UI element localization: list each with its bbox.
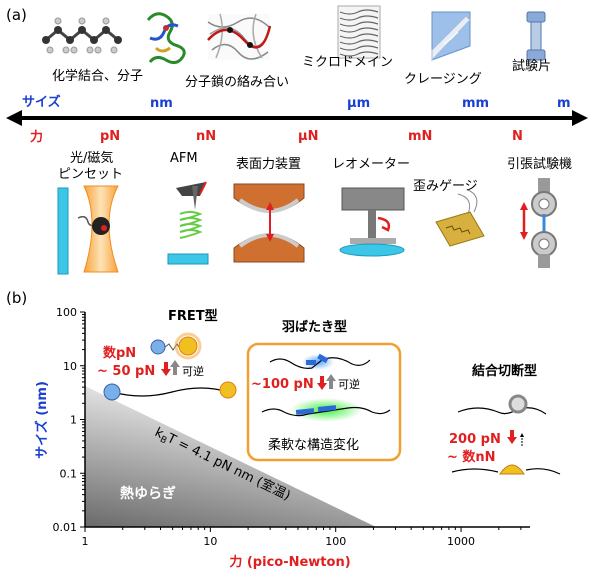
x-tick-label: 1000 [447,535,475,548]
thermal-label: 熱ゆらぎ [120,485,176,502]
y-ticks: 100 10 1 0.1 0.01 [53,306,85,534]
molecule-chain-icon [42,17,122,54]
flapping-force: ~100 pN [251,377,314,392]
force-axis-title: 力 [30,129,43,145]
force-unit-N: N [512,129,523,144]
cleavage-force1: 200 pN [449,432,501,447]
crazing-icon [431,11,471,62]
microdomain-icon [337,5,381,59]
x-tick-label: 100 [325,535,346,548]
entangled-chains-icon [207,13,272,60]
label-chemical-bond: 化学結合、分子 [52,68,143,84]
cleavage-broken-icon [451,464,561,475]
cleavage-title: 結合切断型 [472,363,537,379]
label-crazing: クレージング [404,72,482,87]
flapping-reversible: 可逆 [338,377,360,391]
x-axis-title: 力 (pico-Newton) [229,554,350,570]
flapping-folded-icon [269,353,371,370]
fret-open-icon [103,381,237,401]
y-tick-label: 1 [70,414,77,427]
panel-a-label: (a) [6,6,27,24]
fret-force2: ~ 50 pN [97,364,155,379]
flapping-extended-icon [261,398,391,422]
label-microdomain: ミクロドメイン [302,55,393,70]
fret-closed-icon [150,332,202,360]
test-specimen-top-icon [526,11,546,61]
label-afm: AFM [170,151,198,166]
afm-icon [167,181,209,265]
label-rheometer: レオメーター [332,157,410,172]
flapping-title: 羽ばたき型 [282,319,347,335]
fret-reversible: 可逆 [182,364,204,378]
force-unit-mN: mN [408,129,432,144]
label-chain-entanglement: 分子鎖の絡み合い [185,74,289,90]
size-unit-mm: mm [462,96,489,111]
size-axis-title: サイズ [22,94,61,110]
label-optical-tweezers-line2: ピンセット [58,167,123,182]
strain-gauge-icon [435,189,485,247]
y-tick-label: 0.1 [60,467,78,480]
scale-double-arrow [6,110,588,126]
label-optical-tweezers-line1: 光/磁気 [70,150,113,166]
sfa-icon [233,183,305,263]
x-ticks: 1 10 100 1000 [82,527,522,548]
label-strain-gauge: 歪みゲージ [413,179,478,194]
optical-tweezers-icon [57,185,119,275]
protein-icon [146,12,186,65]
flapping-caption: 柔軟な構造変化 [268,437,359,453]
y-axis-title: サイズ (nm) [34,381,50,459]
label-specimen: 試験片 [512,58,551,74]
flapping-box [246,342,402,462]
cleavage-arrows-icon [507,430,524,446]
panel-b-label: (b) [6,289,27,307]
fret-title: FRET型 [168,308,218,324]
flapping-arrows-icon [317,374,336,390]
size-unit-m: m [557,96,571,111]
label-sfa: 表面力装置 [236,157,301,172]
y-tick-label: 100 [56,306,77,319]
force-unit-uN: μN [298,129,318,144]
rheometer-icon [339,187,405,257]
thermal-region [85,386,376,527]
x-tick-label: 10 [203,535,217,548]
force-unit-pN: pN [100,129,120,144]
force-unit-nN: nN [196,129,216,144]
fret-force1: 数pN [103,345,136,361]
y-tick-label: 10 [63,360,77,373]
size-unit-nm: nm [150,96,173,111]
cleavage-force2: ~ 数nN [447,449,496,465]
tensile-tester-icon [520,178,557,268]
cleavage-intact-icon [457,394,547,415]
label-tensile-tester: 引張試験機 [507,156,572,172]
y-tick-label: 0.01 [53,521,78,534]
size-unit-um: μm [347,96,370,111]
fret-arrows-icon [161,360,180,376]
x-tick-label: 1 [82,535,89,548]
